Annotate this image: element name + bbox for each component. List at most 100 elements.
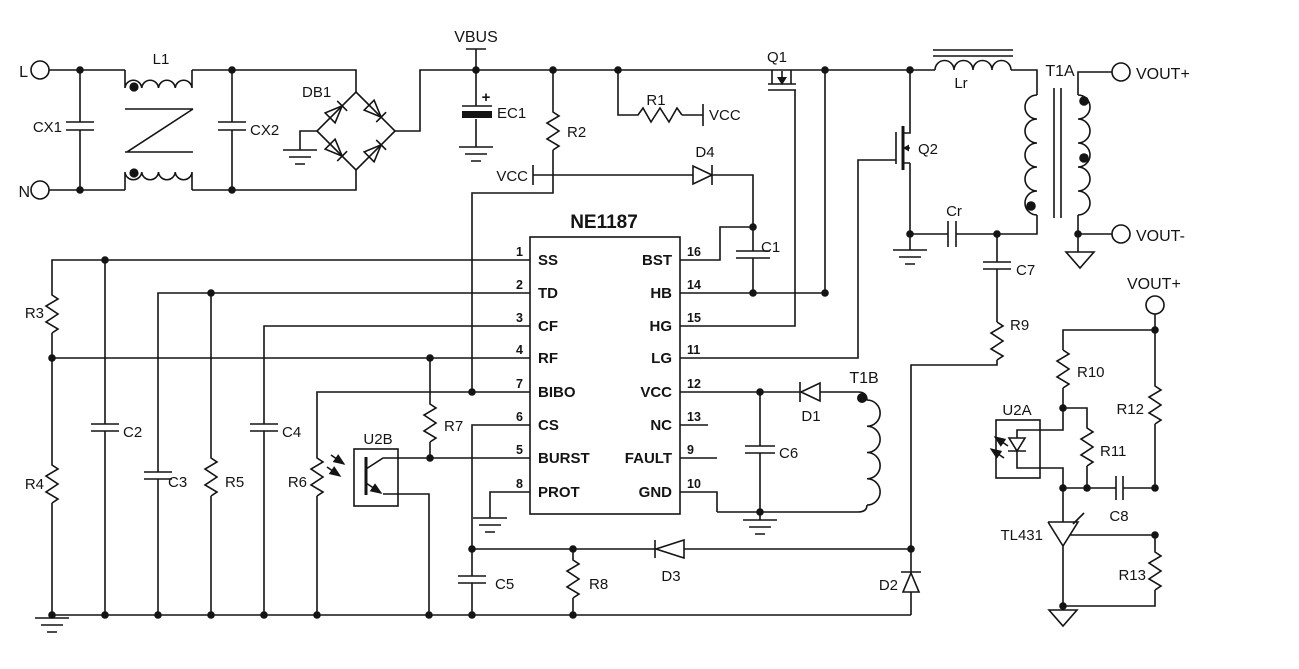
pin-num-5: 5 bbox=[516, 443, 523, 457]
wire-td-c3 bbox=[144, 292, 530, 615]
pin-num-15: 15 bbox=[687, 311, 701, 325]
label-r7: R7 bbox=[444, 418, 463, 435]
regulation-section bbox=[989, 295, 1165, 628]
pin-name-vcc: VCC bbox=[640, 384, 672, 401]
label-d4: D4 bbox=[695, 144, 714, 161]
capacitor-ec1 bbox=[459, 70, 493, 162]
pin-name-gnd: GND bbox=[639, 484, 673, 501]
capacitor-cx2 bbox=[218, 70, 246, 190]
label-r13: R13 bbox=[1118, 567, 1146, 584]
ground-symbol bbox=[35, 617, 69, 633]
label-lr: Lr bbox=[954, 75, 967, 92]
label-cx2: CX2 bbox=[250, 122, 279, 139]
capacitor-c7 bbox=[983, 234, 1011, 322]
label-d1: D1 bbox=[801, 408, 820, 425]
pin-num-3: 3 bbox=[516, 311, 523, 325]
label-r12: R12 bbox=[1116, 401, 1144, 418]
pin-num-16: 16 bbox=[687, 245, 701, 259]
wire-burst bbox=[365, 457, 530, 470]
pin-name-bst: BST bbox=[642, 252, 672, 269]
pin-num-8: 8 bbox=[516, 477, 523, 491]
ground-symbol bbox=[459, 146, 493, 162]
label-vout-minus: VOUT- bbox=[1136, 228, 1185, 245]
ic-text-layer: NE1187 SS TD CF RF BIBO CS BURST PROT BS… bbox=[516, 212, 701, 501]
resistor-r8 bbox=[565, 549, 581, 615]
diode-d4 bbox=[692, 164, 714, 186]
opto-body bbox=[353, 448, 399, 507]
diode-d1 bbox=[799, 381, 821, 403]
pin-num-12: 12 bbox=[687, 377, 701, 391]
label-c1: C1 bbox=[761, 239, 780, 256]
wire-emitter bbox=[383, 493, 430, 615]
resistor-r9 bbox=[910, 321, 1005, 549]
pin-name-hg: HG bbox=[650, 318, 673, 335]
wire-cf-c4 bbox=[250, 325, 530, 615]
wire-led-anode bbox=[1016, 408, 1064, 438]
pin-name-burst: BURST bbox=[538, 450, 590, 467]
optocoupler-u2b bbox=[326, 448, 530, 615]
resistor-r5 bbox=[203, 293, 219, 615]
label-t1b: T1B bbox=[849, 370, 878, 387]
optocoupler-u2a bbox=[989, 408, 1064, 488]
wire-led-cathode bbox=[1016, 451, 1064, 488]
label-q2: Q2 bbox=[918, 141, 938, 158]
label-r11: R11 bbox=[1100, 443, 1126, 460]
pin-name-nc: NC bbox=[650, 417, 672, 434]
pin-name-hb: HB bbox=[650, 285, 672, 302]
mosfet-q2 bbox=[895, 70, 911, 234]
pin-num-10: 10 bbox=[687, 477, 701, 491]
ground-triangle bbox=[1064, 251, 1096, 270]
mosfet-q1 bbox=[768, 70, 796, 91]
resistor-r10 bbox=[1055, 349, 1071, 408]
vout-plus-terminal bbox=[1111, 62, 1131, 82]
neutral-terminal bbox=[30, 180, 50, 200]
wire-prot bbox=[489, 491, 530, 518]
phase-dot bbox=[129, 82, 139, 92]
diode bbox=[362, 98, 387, 123]
label-r9: R9 bbox=[1010, 317, 1029, 334]
shunt-regulator-tl431 bbox=[1047, 488, 1155, 606]
capacitor-c6 bbox=[745, 392, 775, 520]
ground-symbol bbox=[283, 149, 317, 165]
light-arrow-icon bbox=[330, 454, 346, 465]
diode-d2 bbox=[901, 549, 921, 615]
wire-gnd-rail bbox=[51, 614, 911, 618]
phase-dot bbox=[1026, 201, 1036, 211]
label-c6: C6 bbox=[779, 445, 798, 462]
label-db1: DB1 bbox=[302, 84, 331, 101]
label-tl431: TL431 bbox=[1000, 527, 1043, 544]
label-r10: R10 bbox=[1077, 364, 1105, 381]
pin-num-7: 7 bbox=[516, 377, 523, 391]
label-vbus: VBUS bbox=[454, 29, 498, 46]
label-c5: C5 bbox=[495, 576, 514, 593]
wire-hg bbox=[680, 90, 796, 327]
ic-title: NE1187 bbox=[570, 212, 638, 233]
label-n: N bbox=[18, 184, 30, 201]
wire-vout2 bbox=[1062, 314, 1156, 350]
pin-name-cs: CS bbox=[538, 417, 559, 434]
aux-supply-section bbox=[680, 381, 881, 535]
light-arrow-icon bbox=[993, 436, 1009, 447]
pin-num-11: 11 bbox=[687, 343, 700, 357]
capacitor-c2 bbox=[91, 260, 119, 615]
pin-num-2: 2 bbox=[516, 278, 523, 292]
label-r6: R6 bbox=[288, 474, 307, 491]
resistor-r7 bbox=[422, 358, 438, 458]
pin-name-lg: LG bbox=[651, 350, 672, 367]
choke-core bbox=[125, 108, 194, 153]
pin-name-ss: SS bbox=[538, 252, 558, 269]
label-l1: L1 bbox=[153, 51, 170, 68]
label-vcc-d4: VCC bbox=[496, 168, 528, 185]
phase-dot bbox=[129, 168, 139, 178]
capacitor-c5 bbox=[458, 549, 486, 615]
vout-minus-terminal bbox=[1111, 224, 1131, 244]
wire-bibo-r6 bbox=[309, 391, 530, 615]
label-r3: R3 bbox=[25, 305, 44, 322]
feedback-bottom-section bbox=[35, 538, 921, 633]
opto-emitter bbox=[365, 482, 383, 494]
label-c3: C3 bbox=[168, 474, 187, 491]
label-l: L bbox=[19, 64, 28, 81]
labels-layer: L N CX1 L1 CX2 DB1 VBUS + EC1 R2 R1 VCC … bbox=[18, 29, 1189, 594]
label-ec1-plus: + bbox=[482, 89, 491, 106]
bridge-db1 bbox=[283, 90, 397, 172]
